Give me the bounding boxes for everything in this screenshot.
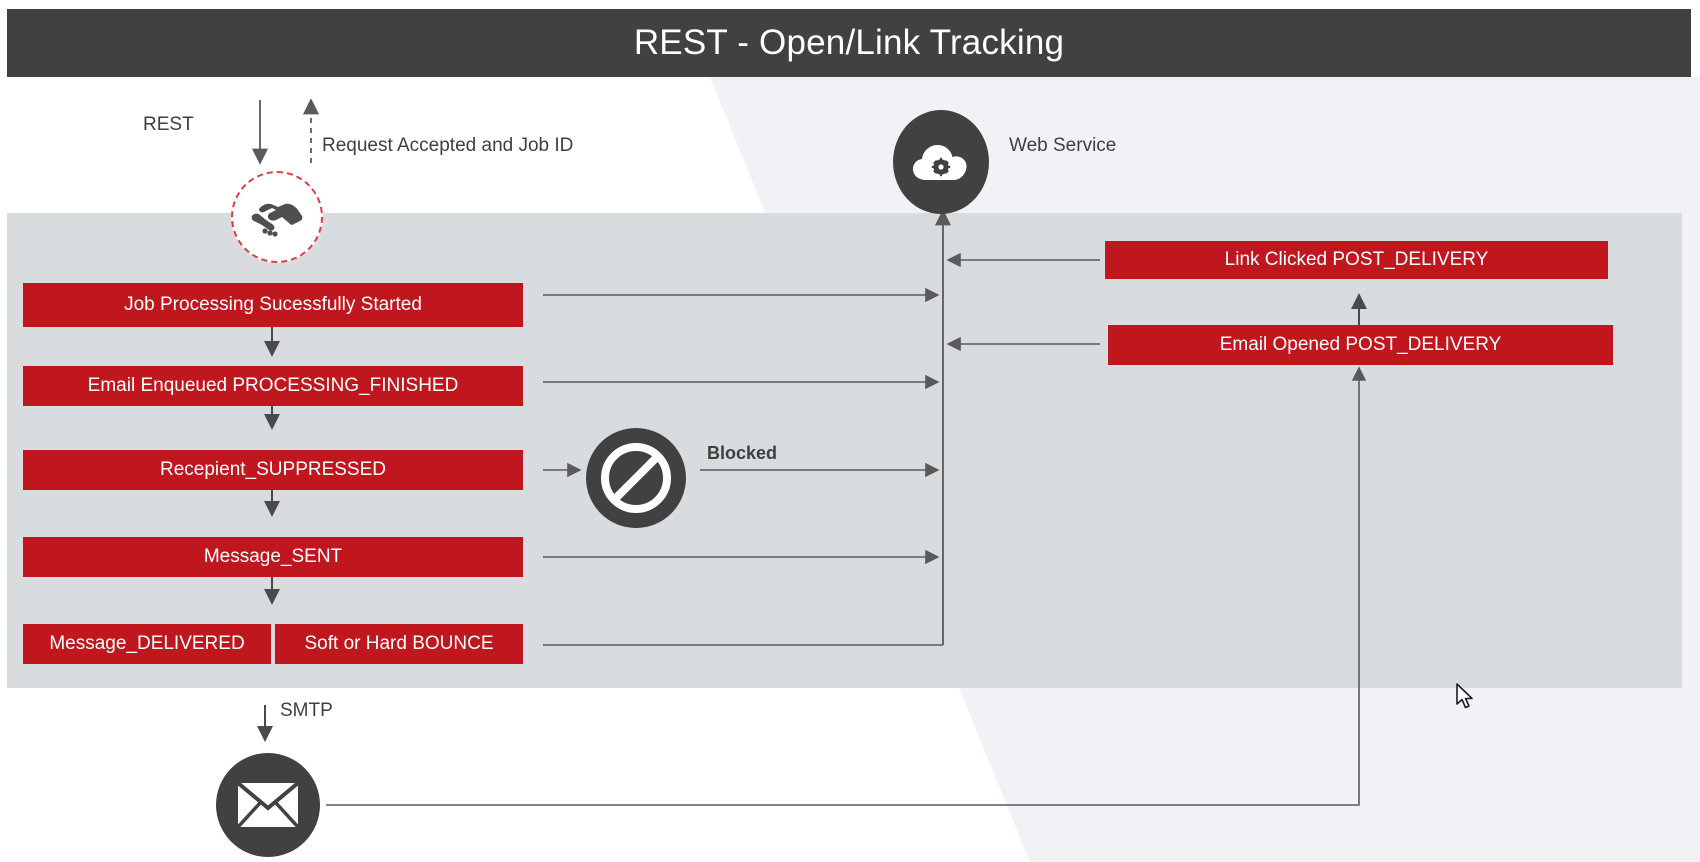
mouse-cursor [1456,683,1473,709]
outcome-label: Message_DELIVERED [49,633,245,654]
webhook-label: Link Clicked POST_DELIVERY [1224,249,1489,270]
step-label: Recepient_SUPPRESSED [160,459,386,480]
blocked-icon [586,428,686,528]
label-rest: REST [143,114,194,135]
envelope-icon [216,753,320,857]
step-box-message-sent[interactable]: Message_SENT [23,537,523,577]
step-box-recipient-suppressed[interactable]: Recepient_SUPPRESSED [23,450,523,490]
outcome-box-message-delivered[interactable]: Message_DELIVERED [23,624,271,664]
step-label: Email Enqueued PROCESSING_FINISHED [87,375,459,396]
label-request-accepted: Request Accepted and Job ID [322,135,574,156]
webhook-box-link-clicked[interactable]: Link Clicked POST_DELIVERY [1105,241,1608,279]
title-bar: REST - Open/Link Tracking [7,9,1691,77]
webhook-box-email-opened[interactable]: Email Opened POST_DELIVERY [1108,325,1613,365]
step-box-job-processing-started[interactable]: Job Processing Sucessfully Started [23,283,523,327]
outcome-box-soft-or-hard-bounce[interactable]: Soft or Hard BOUNCE [275,624,523,664]
cloud-gear-glyph [913,145,967,180]
handshake-icon [231,171,323,263]
page-title: REST - Open/Link Tracking [633,23,1065,62]
handshake-glyph [251,203,303,237]
blocked-glyph [601,443,671,513]
label-blocked: Blocked [707,443,778,463]
envelope-glyph [237,782,299,828]
step-label: Job Processing Sucessfully Started [124,294,422,315]
step-box-email-enqueued[interactable]: Email Enqueued PROCESSING_FINISHED [23,366,523,406]
step-label: Message_SENT [203,546,343,567]
webhook-label: Email Opened POST_DELIVERY [1219,334,1502,355]
label-web-service: Web Service [1009,135,1117,156]
outcome-label: Soft or Hard BOUNCE [304,633,494,654]
label-smtp: SMTP [280,700,333,721]
cloud-gear-icon [893,110,989,214]
